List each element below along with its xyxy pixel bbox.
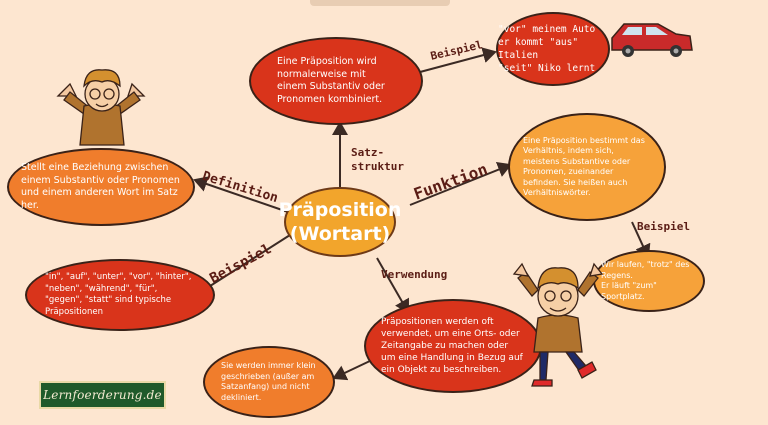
funktion-bubble: Eine Präposition bestimmt das Verhältnis… bbox=[508, 113, 666, 221]
funktion-text: Eine Präposition bestimmt das Verhältnis… bbox=[523, 135, 645, 198]
beispiel-top-line-3: "seit" Niko lernt bbox=[498, 63, 596, 74]
klein-text: Sie werden immer klein geschrieben (auße… bbox=[221, 361, 316, 402]
center-title: Präposition bbox=[278, 199, 402, 221]
label-satzstruktur: Satz- struktur bbox=[351, 146, 404, 174]
center-subtitle: (Wortart) bbox=[289, 223, 391, 245]
verwendung-bubble: Präpositionen werden oft verwendet, um e… bbox=[364, 299, 542, 393]
top-bar bbox=[310, 0, 450, 6]
verwendung-text: Präpositionen werden oft verwendet, um e… bbox=[381, 317, 523, 375]
beispiel-top-line-2: er kommt "aus" Italien bbox=[498, 37, 579, 61]
beispiel-top-line-1: "vor" meinem Auto bbox=[498, 24, 596, 35]
label-satzstruktur-1: Satz- bbox=[351, 146, 385, 159]
arrow-to-funktion bbox=[409, 162, 512, 206]
arrow-to-klein bbox=[332, 359, 373, 381]
satzstruktur-text: Eine Präposition wird normalerweise mit … bbox=[277, 56, 385, 105]
beispiel-top-bubble: "vor" meinem Auto er kommt "aus" Italien… bbox=[496, 12, 610, 86]
satzstruktur-bubble: Eine Präposition wird normalerweise mit … bbox=[249, 37, 423, 125]
lernfoerderung-logo[interactable]: Lernfoerderung.de bbox=[39, 381, 166, 409]
klein-bubble: Sie werden immer klein geschrieben (auße… bbox=[203, 346, 335, 418]
arrow-to-beispiel-top bbox=[419, 47, 497, 73]
definition-bubble: Stellt eine Beziehung zwischen einem Sub… bbox=[7, 148, 195, 226]
beispiel-right-bubble: Wir laufen, "trotz" des Regens. Er läuft… bbox=[593, 250, 705, 312]
beispiel-right-line-1: Wir laufen, "trotz" des Regens. bbox=[601, 260, 690, 280]
definition-text: Stellt eine Beziehung zwischen einem Sub… bbox=[21, 162, 180, 211]
arrow-to-verwendung bbox=[376, 257, 409, 314]
label-beispiel-right: Beispiel bbox=[637, 220, 690, 233]
beispiel-left-text: "in", "auf", "unter", "vor", "hinter", "… bbox=[45, 272, 192, 317]
center-node: Präposition(Wortart) bbox=[279, 187, 401, 257]
label-satzstruktur-2: struktur bbox=[351, 160, 404, 173]
beispiel-left-bubble: "in", "auf", "unter", "vor", "hinter", "… bbox=[25, 259, 215, 331]
arrow-to-definition bbox=[193, 176, 289, 213]
label-verwendung: Verwendung bbox=[381, 268, 448, 281]
beispiel-right-line-2: Er läuft "zum" Sportplatz. bbox=[601, 281, 657, 301]
